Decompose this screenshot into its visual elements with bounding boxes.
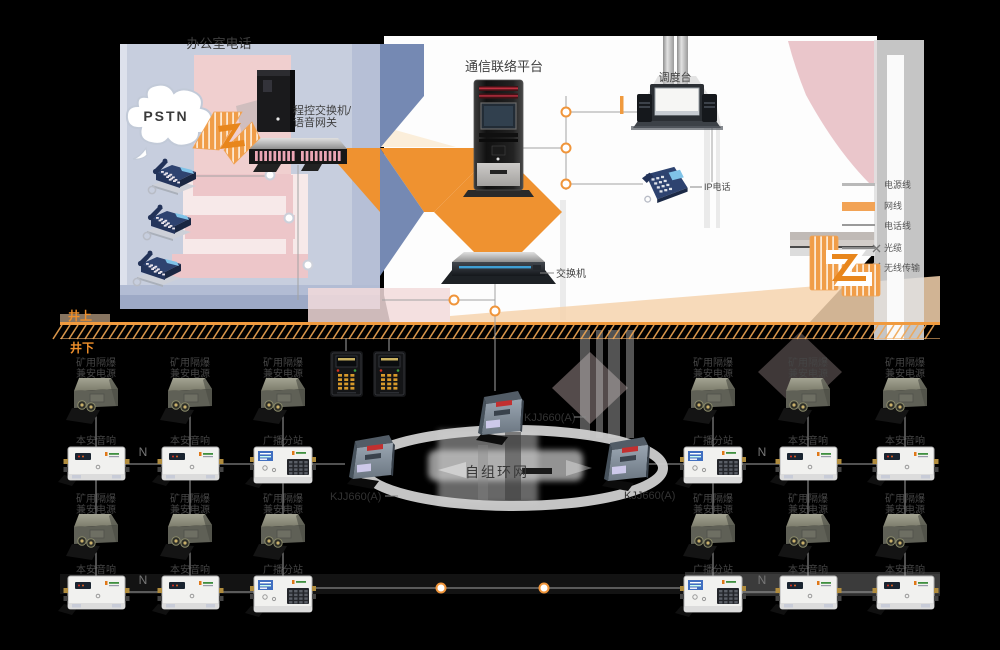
svg-text:兼安电源: 兼安电源 — [788, 367, 828, 380]
svg-text:兼安电源: 兼安电源 — [263, 367, 303, 380]
svg-text:兼安电源: 兼安电源 — [693, 367, 733, 380]
svg-text:本安音响: 本安音响 — [170, 434, 210, 447]
svg-text:办公室电话: 办公室电话 — [186, 36, 251, 51]
svg-text:N: N — [758, 445, 767, 459]
svg-text:矿用隔爆: 矿用隔爆 — [788, 492, 828, 505]
svg-text:矿用隔爆: 矿用隔爆 — [788, 356, 828, 369]
svg-text:兼安电源: 兼安电源 — [788, 503, 828, 516]
svg-text:本安音响: 本安音响 — [885, 563, 925, 576]
svg-text:PSTN: PSTN — [143, 108, 188, 124]
svg-text:通信联络平台: 通信联络平台 — [465, 59, 543, 74]
svg-text:KJJ660(A): KJJ660(A) — [330, 491, 381, 503]
svg-text:兼安电源: 兼安电源 — [693, 503, 733, 516]
svg-text:本安音响: 本安音响 — [788, 434, 828, 447]
svg-text:N: N — [139, 573, 148, 587]
svg-text:N: N — [758, 573, 767, 587]
svg-text:KJJ660(A): KJJ660(A) — [524, 412, 575, 424]
svg-text:矿用隔爆: 矿用隔爆 — [885, 492, 925, 505]
svg-text:KJJ660(A): KJJ660(A) — [624, 490, 675, 502]
svg-text:网线: 网线 — [884, 200, 902, 211]
svg-text:程控交换机/: 程控交换机/ — [293, 103, 352, 117]
svg-text:矿用隔爆: 矿用隔爆 — [263, 492, 303, 505]
svg-text:矿用隔爆: 矿用隔爆 — [170, 492, 210, 505]
svg-text:无线传输: 无线传输 — [884, 262, 920, 273]
svg-text:矿用隔爆: 矿用隔爆 — [693, 492, 733, 505]
svg-text:广播分站: 广播分站 — [693, 434, 733, 447]
svg-text:交换机: 交换机 — [556, 267, 586, 280]
svg-text:电话线: 电话线 — [884, 220, 911, 231]
svg-text:井下: 井下 — [70, 340, 94, 355]
svg-text:兼安电源: 兼安电源 — [76, 367, 116, 380]
svg-text:兼安电源: 兼安电源 — [170, 503, 210, 516]
svg-text:广播分站: 广播分站 — [693, 563, 733, 576]
svg-text:兼安电源: 兼安电源 — [885, 367, 925, 380]
svg-text:本安音响: 本安音响 — [885, 434, 925, 447]
svg-text:矿用隔爆: 矿用隔爆 — [170, 356, 210, 369]
svg-text:广播分站: 广播分站 — [263, 563, 303, 576]
svg-text:矿用隔爆: 矿用隔爆 — [693, 356, 733, 369]
svg-text:兼安电源: 兼安电源 — [170, 367, 210, 380]
svg-text:矿用隔爆: 矿用隔爆 — [885, 356, 925, 369]
svg-text:IP电话: IP电话 — [704, 181, 731, 192]
svg-text:自组环网: 自组环网 — [465, 464, 529, 480]
svg-text:本安音响: 本安音响 — [76, 563, 116, 576]
svg-text:电源线: 电源线 — [884, 179, 911, 190]
svg-text:光缆: 光缆 — [884, 242, 902, 253]
svg-text:矿用隔爆: 矿用隔爆 — [76, 356, 116, 369]
svg-text:N: N — [139, 445, 148, 459]
svg-text:兼安电源: 兼安电源 — [263, 503, 303, 516]
svg-text:兼安电源: 兼安电源 — [885, 503, 925, 516]
svg-text:本安音响: 本安音响 — [170, 563, 210, 576]
svg-text:本安音响: 本安音响 — [788, 563, 828, 576]
svg-text:井上: 井上 — [68, 308, 92, 323]
svg-text:兼安电源: 兼安电源 — [76, 503, 116, 516]
svg-text:广播分站: 广播分站 — [263, 434, 303, 447]
svg-text:调度台: 调度台 — [659, 70, 692, 84]
svg-text:语音网关: 语音网关 — [293, 115, 337, 129]
svg-text:矿用隔爆: 矿用隔爆 — [263, 356, 303, 369]
svg-text:本安音响: 本安音响 — [76, 434, 116, 447]
svg-text:矿用隔爆: 矿用隔爆 — [76, 492, 116, 505]
